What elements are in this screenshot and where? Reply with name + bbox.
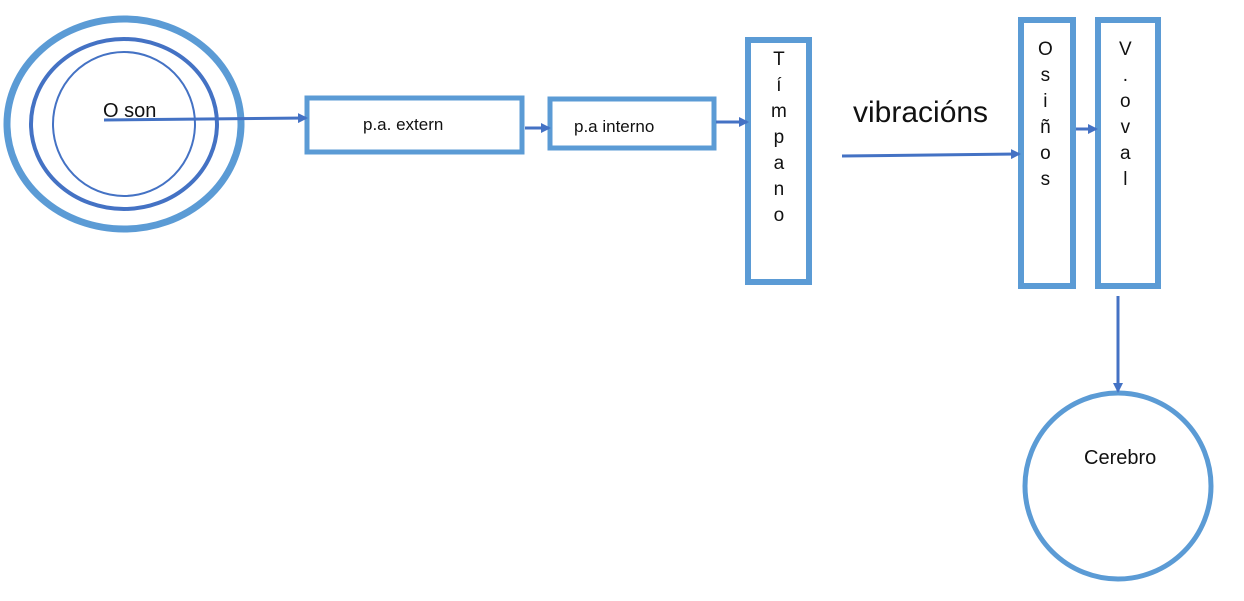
brain-circle [1022, 390, 1214, 582]
eardrum-letter: T [773, 49, 785, 70]
eardrum-letter: m [771, 101, 787, 122]
external-canal-label: p.a. extern [363, 115, 444, 134]
eardrum-letter: a [773, 153, 785, 174]
oval-window-letter: V [1119, 39, 1132, 60]
eardrum-letter: o [773, 205, 785, 226]
ossicles-letter: s [1040, 169, 1051, 190]
oval-window-letter: . [1122, 65, 1128, 86]
sound-inner-ring [52, 51, 196, 197]
oval-window-letter: l [1123, 169, 1128, 190]
ossicles-letter: O [1038, 39, 1053, 60]
eardrum-label: T í m p a n o [771, 50, 787, 226]
sound-label: O son [103, 100, 157, 122]
vibrations-label: vibracións [853, 96, 989, 129]
eardrum-letter: í [776, 75, 782, 96]
internal-canal-label: p.a interno [574, 117, 655, 136]
eardrum-letter: p [773, 127, 785, 148]
ossicles-letter: i [1043, 91, 1048, 112]
sound-to-external-arrow [103, 113, 308, 124]
oval-window-letter: v [1120, 117, 1131, 138]
brain-label: Cerebro [1084, 447, 1157, 469]
ossicles-letter: ñ [1040, 117, 1051, 138]
ossicles-label: O s i ñ o s [1038, 40, 1053, 190]
sound-outer-ring [3, 15, 245, 233]
ossicles-box [1018, 17, 1076, 289]
eardrum-letter: n [773, 179, 785, 200]
ossicles-letter: s [1040, 65, 1051, 86]
oval-window-letter: a [1120, 143, 1131, 164]
ossicles-letter: o [1040, 143, 1051, 164]
oval-window-label: V . o v a l [1119, 40, 1132, 190]
eardrum-box [745, 37, 812, 285]
external-canal-box [304, 95, 525, 155]
oval-window-box [1095, 17, 1161, 289]
oval-window-letter: o [1120, 91, 1131, 112]
vibration-arrow [841, 149, 1021, 160]
sound-middle-ring [29, 37, 219, 211]
